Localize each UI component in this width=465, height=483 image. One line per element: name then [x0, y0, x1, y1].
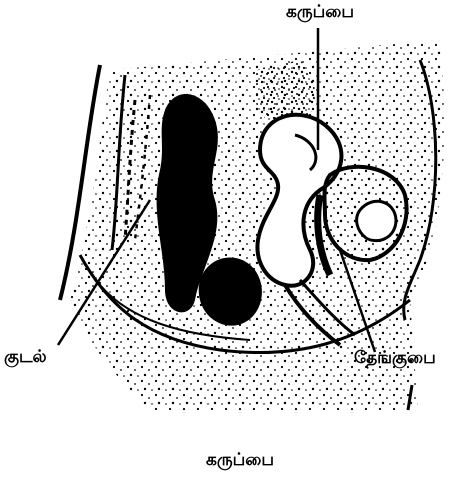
figure-caption: கருப்பை — [206, 452, 274, 469]
intestine-label: குடல் — [4, 349, 47, 366]
bladder-label: தேங்குபை — [354, 350, 436, 367]
bladder-inner — [357, 201, 396, 240]
uterus-label-top: கருப்பை — [286, 4, 354, 21]
